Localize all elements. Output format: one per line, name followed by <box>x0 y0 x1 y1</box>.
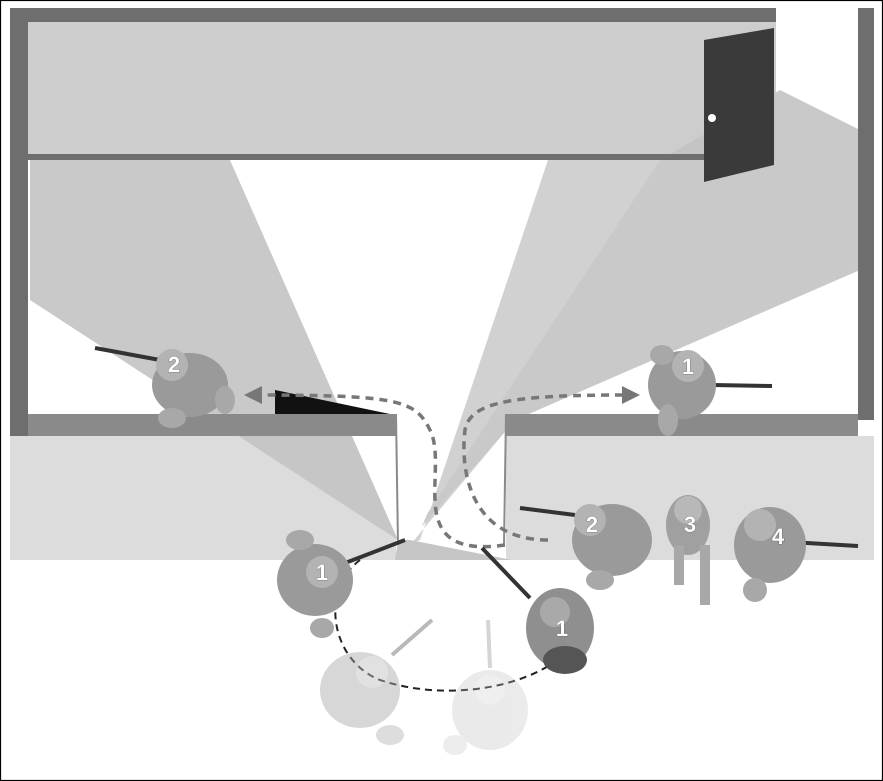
wall-bottom-left <box>28 414 396 436</box>
label-1-right: 1 <box>682 354 694 379</box>
door <box>704 28 774 182</box>
label-stack-2: 2 <box>586 512 598 537</box>
door-knob <box>708 114 716 122</box>
wall-right <box>858 8 874 420</box>
wall-left <box>10 8 28 436</box>
wall-inner-divider <box>28 154 708 160</box>
label-2-left: 2 <box>168 352 180 377</box>
wall-top <box>10 8 776 22</box>
label-stack-4: 4 <box>772 524 785 549</box>
label-1-start: 1 <box>556 616 568 641</box>
label-1-pivot: 1 <box>316 560 328 585</box>
top-room-band <box>28 20 776 160</box>
label-stack-3: 3 <box>684 512 696 537</box>
